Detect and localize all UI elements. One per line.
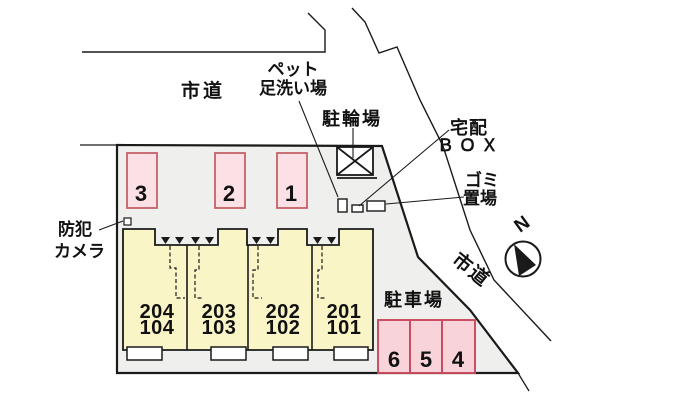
unit-202-102: 202 102 bbox=[257, 301, 309, 339]
garbage-area-label: ゴミ 置場 bbox=[463, 172, 499, 208]
garbage-label-line2: 置場 bbox=[463, 189, 497, 208]
unit-104: 104 bbox=[139, 316, 175, 339]
pet-wash-box bbox=[337, 198, 348, 213]
unit-204-104: 204 104 bbox=[131, 301, 183, 339]
parking-lot-label: 駐車場 bbox=[384, 290, 444, 310]
pet-wash-label-line2: 足洗い場 bbox=[259, 78, 327, 98]
pet-wash-label-line1: ペット bbox=[267, 60, 319, 79]
stall-5-number: 5 bbox=[419, 347, 433, 372]
compass-icon bbox=[504, 240, 542, 278]
delivery-box-label-line1: 宅配 bbox=[450, 118, 488, 138]
security-camera-label-line1: 防犯 bbox=[58, 220, 92, 239]
pet-wash-label: ペット 足洗い場 bbox=[249, 60, 337, 98]
stall-4-number: 4 bbox=[451, 347, 465, 372]
stall-6 bbox=[377, 319, 411, 374]
parking-stalls-bottom bbox=[377, 319, 476, 374]
unit-201-101: 201 101 bbox=[318, 301, 370, 339]
stall-6-number: 6 bbox=[387, 347, 401, 372]
security-camera-label-line2: カメラ bbox=[54, 242, 105, 261]
delivery-box-label-line2: ＢＯＸ bbox=[437, 136, 503, 155]
boundary-extension-bottom-right bbox=[517, 372, 530, 392]
unit-203-103: 203 103 bbox=[193, 301, 245, 339]
unit-walls bbox=[186, 245, 313, 350]
leader-lines bbox=[98, 100, 465, 231]
unit-203: 203 bbox=[201, 301, 237, 323]
security-camera-box bbox=[123, 217, 132, 226]
stair-paths bbox=[169, 246, 327, 299]
unit-204: 204 bbox=[139, 301, 175, 323]
property-boundary bbox=[115, 143, 521, 375]
unit-202: 202 bbox=[265, 301, 301, 323]
garbage-box bbox=[366, 200, 386, 212]
unit-201: 201 bbox=[326, 301, 362, 323]
delivery-box bbox=[351, 204, 364, 213]
stall-4 bbox=[441, 319, 476, 374]
stall-2 bbox=[214, 152, 246, 209]
side-road-edge bbox=[351, 7, 552, 342]
bicycle-parking-icon bbox=[336, 146, 377, 179]
stall-1 bbox=[276, 152, 308, 209]
stall-2-number: 2 bbox=[222, 181, 236, 206]
unit-101: 101 bbox=[326, 316, 362, 339]
top-road-label: 市道 bbox=[181, 81, 226, 102]
stall-1-number: 1 bbox=[284, 181, 298, 206]
stall-3-number: 3 bbox=[134, 181, 148, 206]
top-road-edge bbox=[82, 12, 326, 53]
bicycle-parking-label: 駐輪場 bbox=[322, 109, 382, 129]
garbage-label-line1: ゴミ bbox=[465, 171, 499, 190]
parking-stalls-top bbox=[126, 152, 308, 209]
entrance-markers bbox=[161, 237, 336, 244]
stall-3 bbox=[126, 152, 158, 209]
unit-103: 103 bbox=[201, 316, 237, 339]
balconies bbox=[126, 346, 369, 361]
unit-102: 102 bbox=[265, 316, 301, 339]
